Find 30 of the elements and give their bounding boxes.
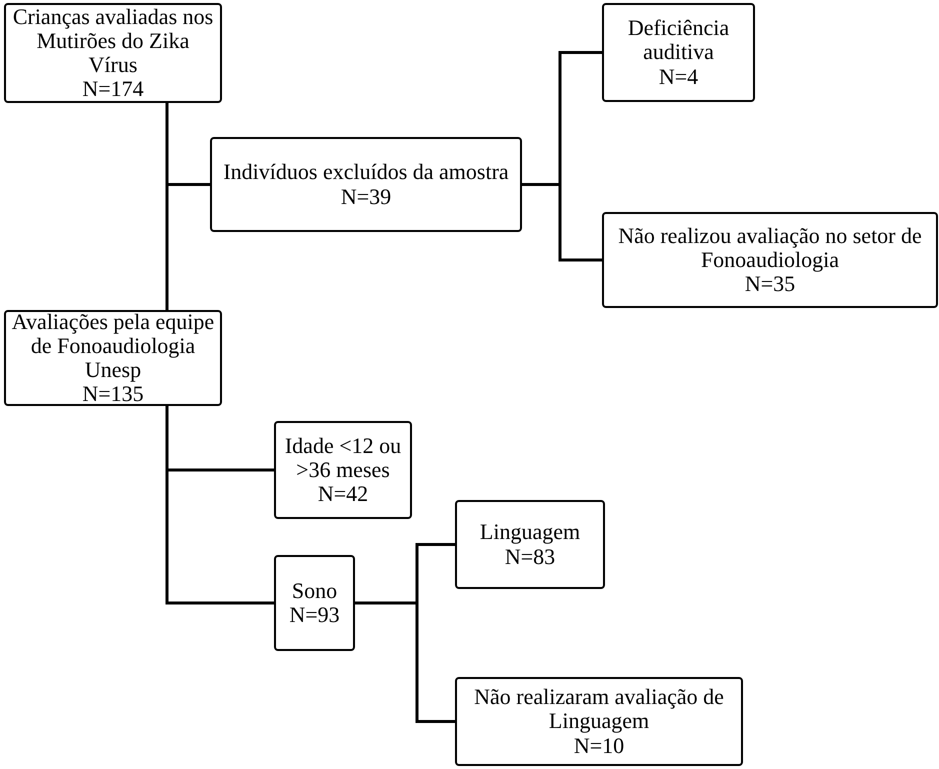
box-text: Deficiência auditiva bbox=[626, 16, 730, 65]
count-label: N=135 bbox=[82, 382, 144, 406]
count-label: N=4 bbox=[658, 64, 698, 89]
process-box bbox=[455, 500, 605, 589]
count-label: N=10 bbox=[574, 734, 624, 758]
box-text: Linguagem bbox=[480, 520, 580, 544]
count-label: N=35 bbox=[744, 272, 796, 296]
box-text: Avaliações pela equipe de Fonoaudiologia Unesp bbox=[10, 310, 216, 382]
box-text: Sono bbox=[292, 578, 338, 603]
connector-line bbox=[355, 602, 455, 723]
count-label: N=83 bbox=[504, 544, 556, 569]
count-label: N=93 bbox=[289, 603, 340, 628]
process-box bbox=[4, 3, 222, 103]
box-text: Idade <12 ou >36 meses bbox=[284, 434, 402, 482]
count-label: N=42 bbox=[318, 482, 368, 506]
box-text: Indivíduos excluídos da amostra bbox=[223, 160, 509, 184]
process-box bbox=[602, 212, 938, 308]
box-text: Não realizou avaliação no setor de Fonoaudiologia bbox=[617, 224, 923, 272]
process-box bbox=[274, 421, 412, 519]
connector-line bbox=[522, 183, 602, 262]
process-box bbox=[455, 677, 743, 766]
count-label: N=39 bbox=[340, 184, 392, 209]
process-box bbox=[274, 555, 355, 651]
box-text: Crianças avaliadas nos Mutirões do Zika Vírus bbox=[12, 4, 214, 78]
process-box bbox=[4, 310, 222, 406]
connector-line bbox=[166, 406, 274, 604]
count-label: N=174 bbox=[82, 77, 144, 102]
process-box bbox=[210, 137, 522, 232]
process-box bbox=[602, 3, 755, 102]
box-text: Não realizaram avaliação de Linguagem bbox=[473, 685, 725, 734]
